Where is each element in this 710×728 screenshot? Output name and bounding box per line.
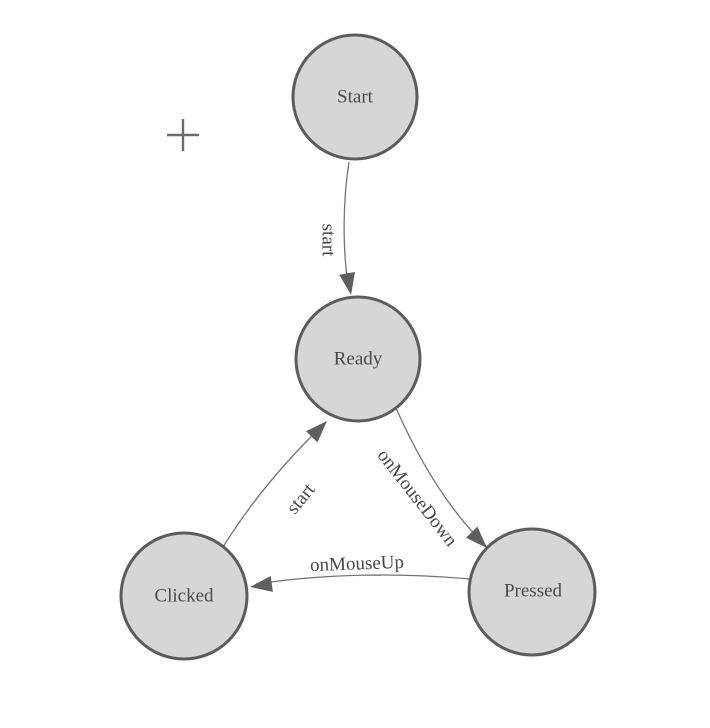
edge-path-clicked-to-ready[interactable] [222,426,322,548]
state-node-pressed[interactable]: Pressed [467,527,597,657]
edge-label-onmouseup: onMouseUp [310,552,405,576]
state-node-clicked[interactable]: Clicked [119,531,249,661]
arrowhead-icon [305,421,327,443]
edge-label-start-2: start [283,479,320,518]
edge-path-pressed-to-clicked[interactable] [255,574,471,585]
state-label-start: Start [337,87,374,108]
state-circle [467,527,597,657]
state-node-start[interactable]: Start [291,33,419,161]
edge-label-start: start [318,224,339,257]
edge-path-ready-to-pressed[interactable] [395,407,482,542]
state-label-ready: Ready [334,349,383,370]
edge-ready-to-pressed: onMouseDown [373,407,487,551]
edge-start-to-ready: start [318,161,356,295]
state-label-pressed: Pressed [504,581,563,602]
arrowhead-icon [465,526,487,548]
origin-crosshair-icon [167,119,199,151]
edge-path-start-to-ready[interactable] [343,161,350,291]
arrowhead-icon [250,576,273,592]
arrowhead-icon [339,271,356,295]
edge-clicked-to-ready: start [222,421,327,548]
state-circle [119,531,249,661]
state-circle [294,295,422,423]
state-label-clicked: Clicked [154,586,214,607]
state-circle [291,33,419,161]
state-node-ready[interactable]: Ready [294,295,422,423]
edge-label-onmousedown: onMouseDown [373,445,462,551]
edge-pressed-to-clicked: onMouseUp [250,552,471,592]
